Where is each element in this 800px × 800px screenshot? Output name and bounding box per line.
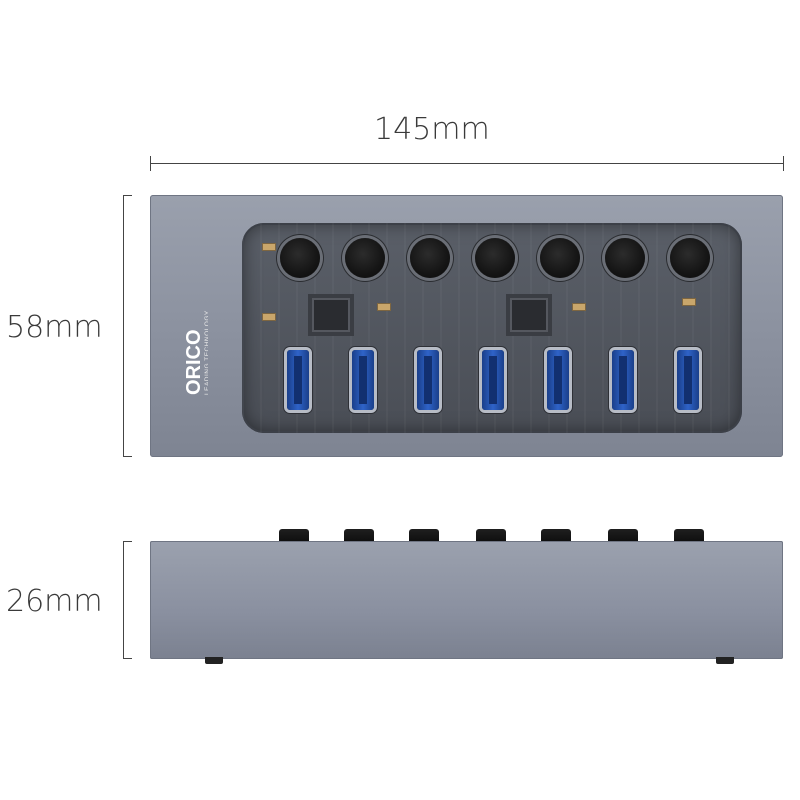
controller-chip <box>510 298 548 332</box>
depth-dimension-label: 26mm <box>6 584 103 619</box>
depth-dimension-tick-top <box>123 541 132 542</box>
width-dimension-label: 145mm <box>374 112 490 147</box>
usb-port <box>677 350 699 410</box>
power-switch-knob <box>475 238 515 278</box>
usb-port <box>417 350 439 410</box>
width-dimension-tick-left <box>150 156 151 171</box>
height-dimension-tick-top <box>123 195 132 196</box>
usb-hub-side-view <box>150 541 783 659</box>
rubber-foot <box>716 657 734 664</box>
height-dimension-label: 58mm <box>6 310 103 345</box>
power-switch-knob <box>345 238 385 278</box>
side-switch-knob <box>674 529 704 543</box>
height-dimension-line <box>123 195 124 457</box>
usb-port <box>482 350 504 410</box>
smd-component <box>262 243 276 251</box>
usb-port <box>287 350 309 410</box>
svg-text:ORICO: ORICO <box>183 329 205 395</box>
controller-chip <box>312 298 350 332</box>
usb-port <box>612 350 634 410</box>
side-switch-knob <box>279 529 309 543</box>
orico-logo: ORICO LEADING TECHNOLOGY <box>183 310 208 395</box>
usb-port <box>547 350 569 410</box>
width-dimension-tick-right <box>783 156 784 171</box>
side-switch-knob <box>476 529 506 543</box>
side-switch-knob <box>608 529 638 543</box>
power-switch-knob <box>670 238 710 278</box>
power-switch-knob <box>280 238 320 278</box>
usb-port <box>352 350 374 410</box>
depth-dimension-line <box>123 541 124 659</box>
power-switch-knob <box>410 238 450 278</box>
side-switch-knob <box>409 529 439 543</box>
svg-text:LEADING TECHNOLOGY: LEADING TECHNOLOGY <box>204 310 208 395</box>
height-dimension-tick-bottom <box>123 456 132 457</box>
smd-component <box>572 303 586 311</box>
smd-component <box>377 303 391 311</box>
side-switch-knob <box>541 529 571 543</box>
transparent-window <box>242 223 742 433</box>
usb-hub-top-view: ORICO LEADING TECHNOLOGY <box>150 195 783 457</box>
smd-component <box>262 313 276 321</box>
power-switch-knob <box>605 238 645 278</box>
smd-component <box>682 298 696 306</box>
rubber-foot <box>205 657 223 664</box>
side-switch-knob <box>344 529 374 543</box>
power-switch-knob <box>540 238 580 278</box>
width-dimension-line <box>150 163 784 164</box>
depth-dimension-tick-bottom <box>123 658 132 659</box>
